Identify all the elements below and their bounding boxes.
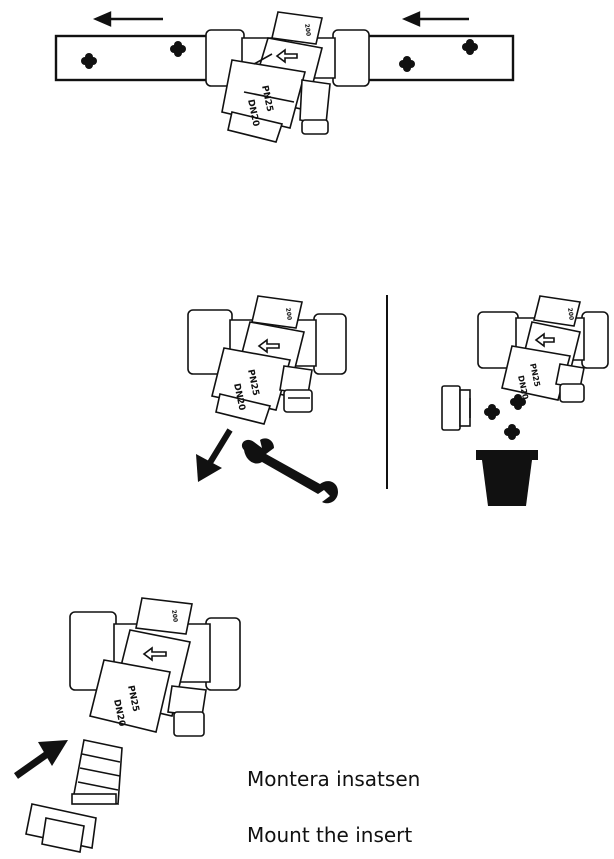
insert-direction-arrow xyxy=(16,740,68,776)
step1-installation-figure: DN20 PN25 200 xyxy=(0,0,614,170)
step-divider xyxy=(386,295,388,489)
remove-direction-arrow xyxy=(196,430,230,482)
strainer-cap xyxy=(26,804,96,852)
waste-bin-icon xyxy=(476,450,538,506)
flow-arrow-left xyxy=(96,13,163,25)
caption-english: Mount the insert xyxy=(247,823,412,847)
dirt-particles xyxy=(484,394,526,440)
step2-unscrew-figure: DN20 PN25 200 xyxy=(180,290,380,505)
left-pipe xyxy=(56,36,216,80)
strainer-valve xyxy=(188,296,346,424)
strainer-valve xyxy=(478,296,608,402)
flow-arrow-right xyxy=(405,13,469,25)
right-pipe xyxy=(361,36,513,80)
step2-clean-figure: DN20 PN25 200 xyxy=(430,288,614,508)
strainer-valve xyxy=(70,598,240,736)
step3-mount-figure: DN20 PN25 200 xyxy=(0,590,250,859)
strainer-valve xyxy=(206,12,369,142)
strainer-cap xyxy=(442,386,470,430)
wrench-icon xyxy=(242,438,338,503)
strainer-insert xyxy=(72,740,122,804)
caption-swedish: Montera insatsen xyxy=(247,767,420,791)
